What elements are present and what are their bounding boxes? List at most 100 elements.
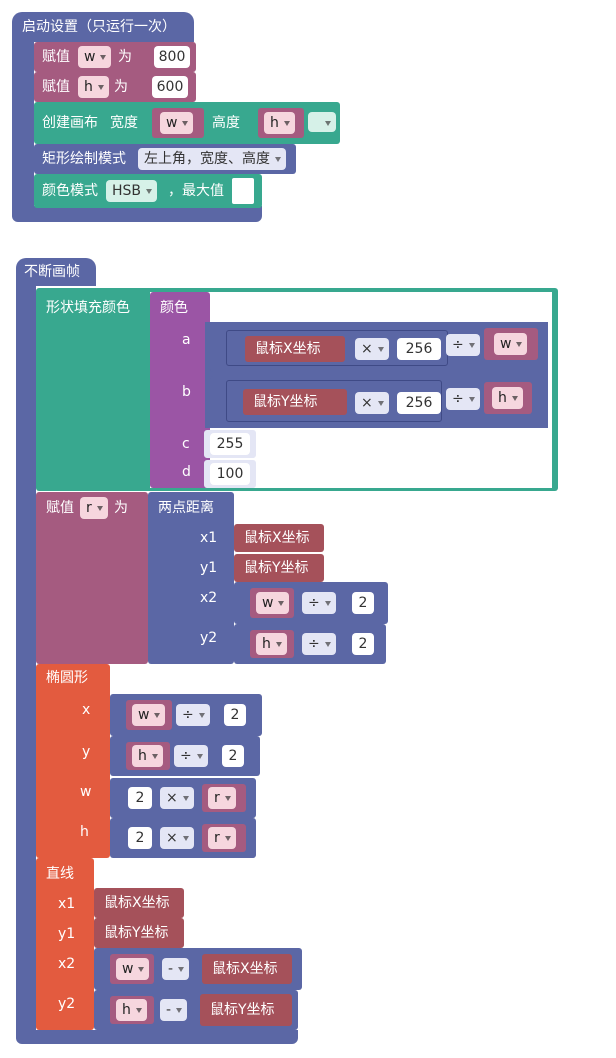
divide-operator-dropdown[interactable]: ÷ [174, 745, 208, 767]
a-multiply-block[interactable]: 鼠标X坐标 × 256 [226, 330, 448, 366]
times-operator-dropdown[interactable]: × [160, 827, 194, 849]
divide-operator-dropdown[interactable]: ÷ [446, 334, 480, 356]
number-2-field[interactable]: 2 [222, 745, 244, 767]
height-variable-dropdown[interactable]: h [264, 112, 295, 134]
w-variable-block[interactable]: w [250, 588, 294, 618]
h-variable-block[interactable]: h [126, 742, 170, 770]
draw-hat-block[interactable]: 不断画帧 [16, 258, 96, 286]
color-mode-dropdown[interactable]: HSB [106, 180, 158, 202]
number-600-field[interactable]: 600 [152, 76, 188, 98]
times-operator-dropdown[interactable]: × [355, 338, 389, 360]
c-value-block[interactable]: 255 [204, 430, 256, 458]
color-mode-block[interactable]: 颜色模式 HSB ，最大值 [34, 174, 262, 208]
variable-h-dropdown[interactable]: h [78, 76, 109, 98]
r-variable-dropdown[interactable]: r [208, 827, 236, 849]
ellipse-w-expression-block[interactable]: 2 × r [110, 778, 256, 818]
color-label: 颜色 [160, 300, 188, 316]
variable-r-dropdown[interactable]: r [80, 497, 108, 519]
times-operator-dropdown[interactable]: × [355, 392, 389, 414]
fill-color-label: 形状填充颜色 [46, 300, 130, 316]
r-variable-dropdown[interactable]: r [208, 787, 236, 809]
number-2-field[interactable]: 2 [128, 827, 152, 849]
divide-operator-dropdown[interactable]: ÷ [176, 704, 210, 726]
h-variable-dropdown[interactable]: h [256, 633, 287, 655]
times-operator-dropdown[interactable]: × [160, 787, 194, 809]
assign-r-block[interactable]: 赋值 r 为 [36, 492, 148, 664]
w-variable-dropdown[interactable]: w [132, 704, 166, 726]
max-value-empty-slot[interactable] [232, 178, 254, 204]
rect-mode-dropdown[interactable]: 左上角，宽度、高度 [138, 148, 286, 170]
number-2-field[interactable]: 2 [352, 633, 374, 655]
r-variable-block[interactable]: r [202, 784, 246, 812]
line-block[interactable]: 直线 x1 y1 x2 y2 [36, 858, 94, 1030]
h-variable-block[interactable]: h [484, 382, 532, 414]
distance-mouse-y-block[interactable]: 鼠标Y坐标 [234, 554, 324, 582]
ellipse-h-expression-block[interactable]: 2 × r [110, 818, 256, 858]
w-variable-block[interactable]: w [126, 700, 172, 730]
number-256-field[interactable]: 256 [397, 392, 441, 414]
ellipse-label: 椭圆形 [46, 670, 88, 686]
number-255-field[interactable]: 255 [210, 433, 250, 455]
a-expression-block[interactable]: 鼠标X坐标 × 256 ÷ w [210, 322, 547, 372]
distance-y2-expression-block[interactable]: h ÷ 2 [234, 624, 386, 664]
w-variable-dropdown[interactable]: w [256, 592, 290, 614]
number-800-field[interactable]: 800 [154, 46, 190, 68]
max-value-label: ，最大值 [168, 183, 224, 199]
assign-w-block[interactable]: 赋值 w 为 800 [34, 42, 196, 72]
mouse-y-block[interactable]: 鼠标Y坐标 [243, 389, 347, 415]
ellipse-block[interactable]: 椭圆形 x y w h [36, 664, 110, 858]
line-mouse-x-block[interactable]: 鼠标X坐标 [94, 888, 184, 918]
mouse-y-label: 鼠标Y坐标 [210, 1002, 275, 1018]
h-variable-block[interactable]: h [110, 996, 154, 1024]
assign-h-block[interactable]: 赋值 h 为 600 [34, 72, 196, 102]
b-expression-block[interactable]: 鼠标Y坐标 × 256 ÷ h [210, 376, 544, 426]
divide-operator-dropdown[interactable]: ÷ [446, 388, 480, 410]
width-variable-block[interactable]: w [152, 108, 204, 138]
width-variable-dropdown[interactable]: w [160, 112, 194, 134]
create-canvas-block[interactable]: 创建画布 宽度 w 高度 h [34, 102, 340, 144]
height-label: 高度 [212, 115, 240, 131]
distance-mouse-x-block[interactable]: 鼠标X坐标 [234, 524, 324, 552]
minus-operator-dropdown[interactable]: - [162, 958, 190, 980]
x-label: x [82, 702, 91, 718]
ellipse-x-expression-block[interactable]: w ÷ 2 [110, 694, 262, 736]
mouse-x-block[interactable]: 鼠标X坐标 [202, 954, 292, 984]
mouse-y-block[interactable]: 鼠标Y坐标 [200, 994, 292, 1026]
r-variable-block[interactable]: r [202, 824, 246, 852]
number-2-field[interactable]: 2 [128, 787, 152, 809]
w-variable-dropdown[interactable]: w [116, 958, 150, 980]
mouse-x-label: 鼠标X坐标 [212, 961, 278, 977]
setup-bottom-cap [12, 206, 262, 222]
ellipse-y-expression-block[interactable]: h ÷ 2 [110, 736, 260, 776]
w-variable-block[interactable]: w [110, 954, 154, 984]
minus-operator-dropdown[interactable]: - [160, 999, 188, 1021]
line-mouse-y-block[interactable]: 鼠标Y坐标 [94, 918, 184, 948]
setup-body-spine [12, 40, 34, 220]
line-x2-expression-block[interactable]: w - 鼠标X坐标 [94, 948, 302, 990]
divide-operator-dropdown[interactable]: ÷ [302, 633, 336, 655]
distance-block[interactable]: 两点距离 x1 y1 x2 y2 [148, 492, 234, 664]
h-variable-dropdown[interactable]: h [116, 999, 147, 1021]
h-variable-dropdown[interactable]: h [492, 387, 523, 409]
color-block[interactable]: 颜色 a b c d [150, 292, 210, 488]
rect-mode-block[interactable]: 矩形绘制模式 左上角，宽度、高度 [34, 144, 296, 174]
number-2-field[interactable]: 2 [224, 704, 246, 726]
variable-w-dropdown[interactable]: w [78, 46, 112, 68]
renderer-dropdown[interactable] [308, 112, 336, 132]
number-100-field[interactable]: 100 [210, 463, 250, 485]
number-2-field[interactable]: 2 [352, 592, 374, 614]
h-variable-dropdown[interactable]: h [132, 745, 163, 767]
distance-x2-expression-block[interactable]: w ÷ 2 [234, 582, 388, 624]
y1-label: y1 [58, 926, 76, 942]
h-variable-block[interactable]: h [250, 630, 294, 658]
setup-hat-block[interactable]: 启动设置（只运行一次） [12, 12, 194, 42]
number-256-field[interactable]: 256 [397, 338, 441, 360]
w-variable-block[interactable]: w [484, 328, 538, 360]
line-y2-expression-block[interactable]: h - 鼠标Y坐标 [94, 990, 298, 1030]
b-multiply-block[interactable]: 鼠标Y坐标 × 256 [226, 380, 442, 422]
divide-operator-dropdown[interactable]: ÷ [302, 592, 336, 614]
mouse-x-block[interactable]: 鼠标X坐标 [245, 336, 345, 362]
d-value-block[interactable]: 100 [204, 460, 256, 488]
w-variable-dropdown[interactable]: w [494, 333, 528, 355]
height-variable-block[interactable]: h [258, 108, 304, 138]
